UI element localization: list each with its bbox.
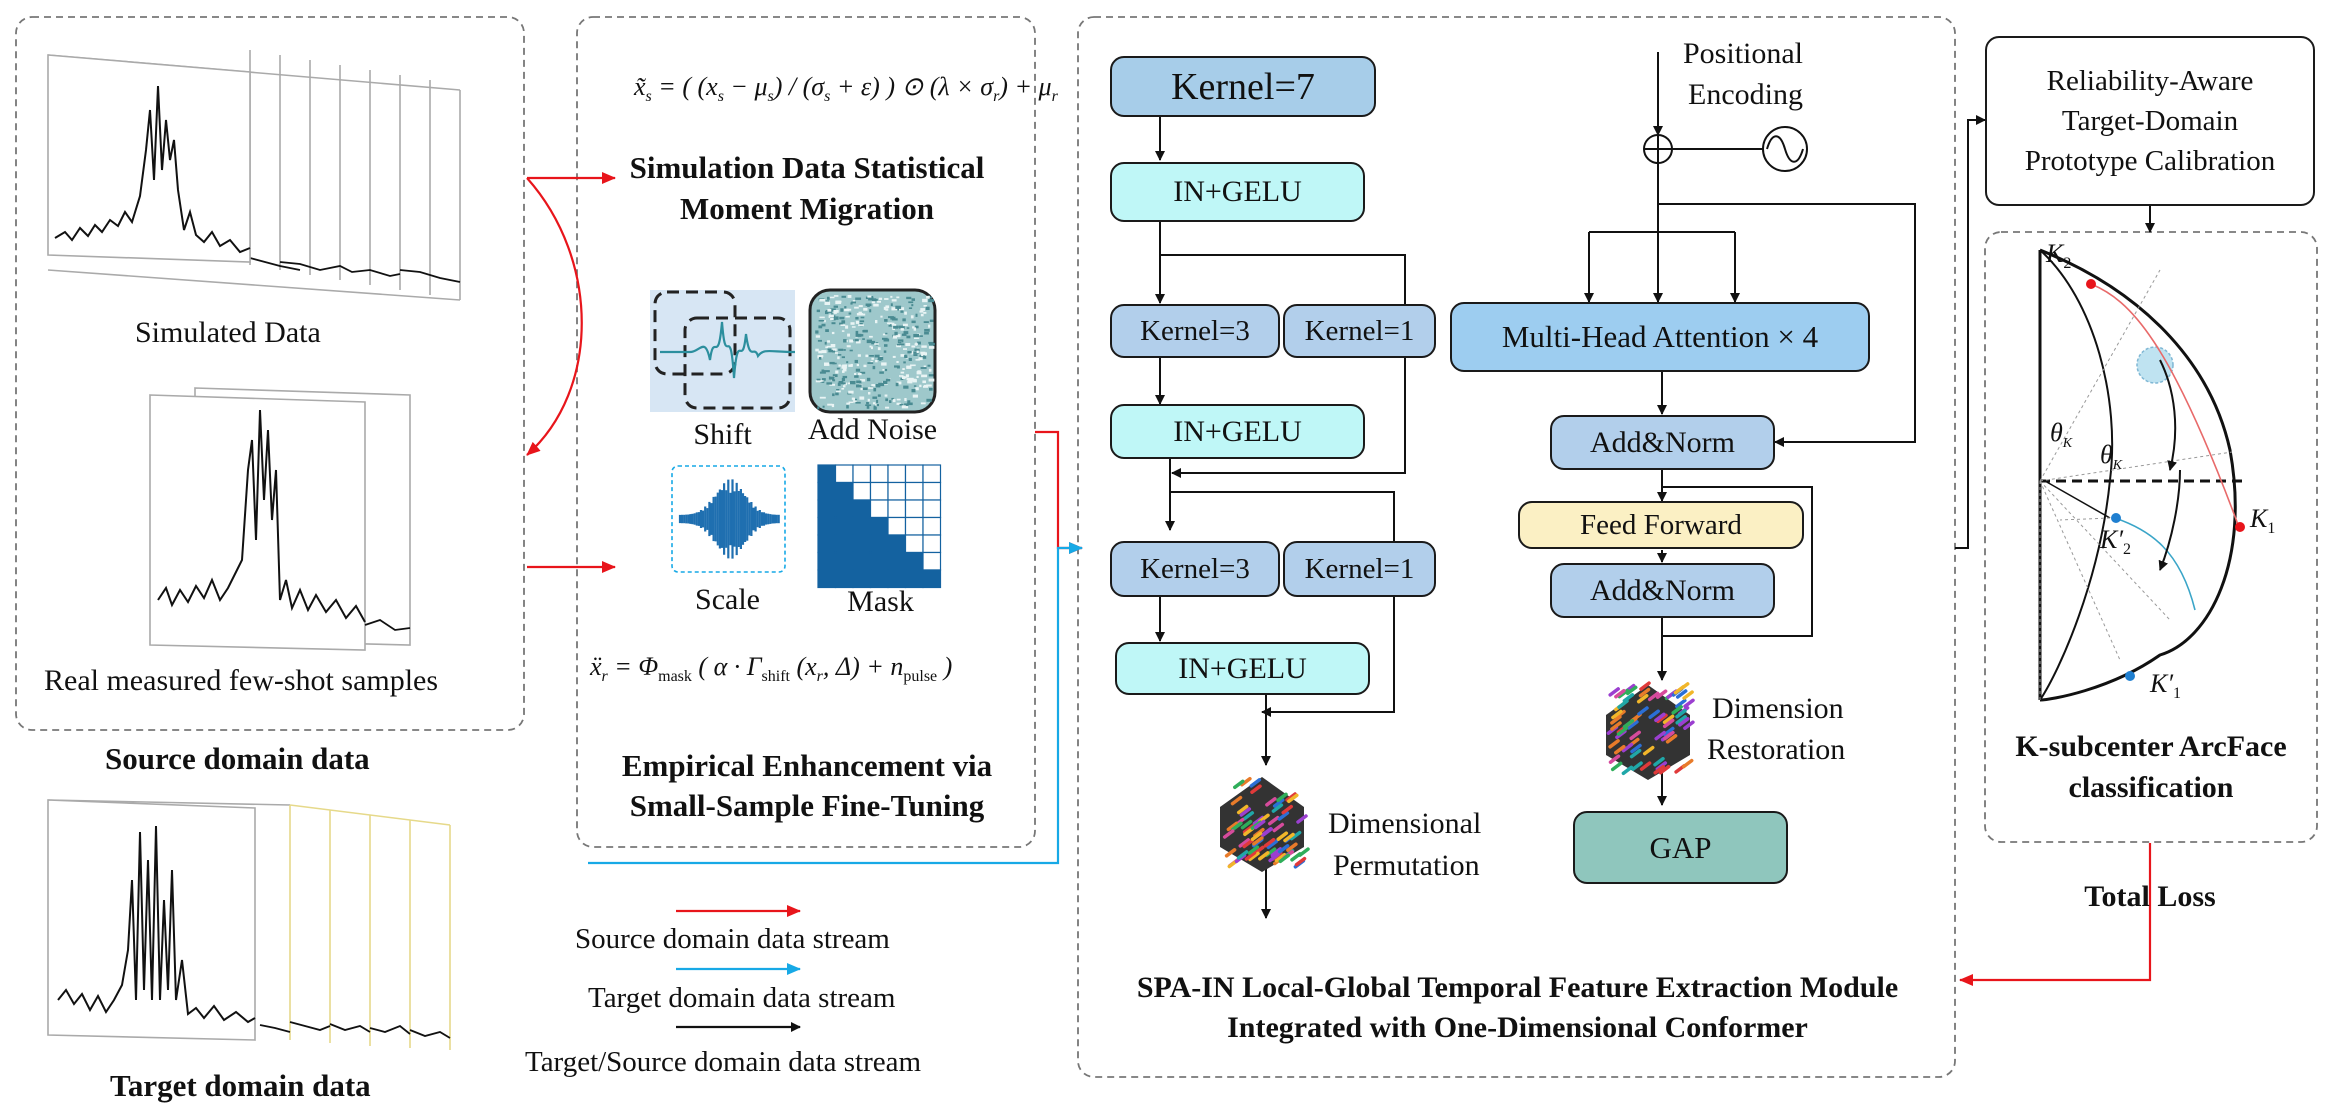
- target-front-page: [47, 799, 256, 1041]
- simulated-front-page: [47, 54, 251, 263]
- right-connectors: [1955, 115, 2155, 549]
- positional-encoding-label-1: Positional: [1683, 37, 1804, 70]
- arcface-title-1: K-subcenter ArcFace: [2015, 730, 2287, 763]
- transformer-connectors: [1584, 52, 1916, 806]
- migration-title-2: Moment Migration: [680, 191, 934, 226]
- dim-restoration-label-1: Dimension: [1712, 692, 1844, 725]
- enhancement-equation: ẍr = Φmask ( α · Γshift (xr, Δ) + npulse…: [590, 652, 953, 686]
- kernel7-box: Kernel=7: [1110, 56, 1376, 117]
- mask-label: Mask: [847, 585, 914, 618]
- kernel3-box-1: Kernel=3: [1110, 304, 1280, 358]
- kernel1-box-1: Kernel=1: [1283, 304, 1436, 358]
- prototype-calibration-box: Reliability-Aware Target-Domain Prototyp…: [1985, 36, 2315, 206]
- k1-prime-label: K′1: [2150, 669, 2182, 703]
- total-loss-arrow: [1959, 843, 2152, 986]
- k2-label: K2: [2046, 239, 2072, 273]
- blue-arrow-to-module: [588, 542, 1083, 865]
- source-domain-label: Source domain data: [105, 741, 370, 776]
- target-signal: [57, 825, 256, 1024]
- theta-k2-label: θK: [2100, 440, 2123, 474]
- plus-circle-icon: [1643, 134, 1673, 164]
- real-back-signal: [364, 619, 411, 631]
- cube-permutation-icon: [1220, 776, 1310, 872]
- noise-texture-icon: [808, 288, 937, 414]
- target-data-stack: [47, 799, 451, 1050]
- scale-wave-icon: [671, 465, 786, 573]
- in-gelu-box-1: IN+GELU: [1110, 162, 1365, 222]
- feed-forward-box: Feed Forward: [1518, 501, 1804, 549]
- migration-equation: x̃s = ( (xs − μs) / (σs + ε) ) ⊙ (λ × σr…: [634, 72, 1058, 106]
- in-gelu-box-2: IN+GELU: [1110, 404, 1365, 459]
- cnn-connectors: [1155, 117, 1406, 919]
- dim-permutation-label-2: Permutation: [1333, 849, 1480, 882]
- add-norm-box-2: Add&Norm: [1550, 563, 1775, 618]
- k2-prime-label: K′2: [2100, 525, 2132, 559]
- shift-wave-icon: [650, 290, 796, 412]
- red-arrow-to-real: [526, 177, 583, 456]
- shift-label: Shift: [693, 418, 752, 451]
- migration-title-1: Simulation Data Statistical: [629, 150, 985, 185]
- cube-restoration-icon: [1606, 681, 1695, 780]
- empirical-title-2: Small-Sample Fine-Tuning: [629, 788, 985, 823]
- legend-target-label: Target domain data stream: [588, 982, 896, 1014]
- calibration-line-2: Target-Domain: [2061, 105, 2239, 137]
- real-signal: [157, 409, 366, 623]
- simulated-data-label: Simulated Data: [135, 316, 321, 349]
- calibration-line-1: Reliability-Aware: [2046, 65, 2254, 97]
- simulated-signal: [54, 85, 251, 254]
- theta-k1-label: θK: [2050, 418, 2073, 452]
- gap-box: GAP: [1573, 811, 1788, 884]
- hypersphere-icon: [2038, 248, 2245, 702]
- source-panel: [15, 16, 525, 731]
- kernel1-box-2: Kernel=1: [1283, 541, 1436, 597]
- in-gelu-box-3: IN+GELU: [1115, 642, 1370, 695]
- module-title-2: Integrated with One-Dimensional Conforme…: [1227, 1011, 1808, 1044]
- total-loss-label: Total Loss: [2084, 880, 2216, 913]
- legend-both-label: Target/Source domain data stream: [525, 1046, 922, 1078]
- arcface-title-2: classification: [2068, 771, 2234, 804]
- k1-label: K1: [2250, 504, 2276, 538]
- scale-label: Scale: [695, 583, 760, 616]
- module-title-1: SPA-IN Local-Global Temporal Feature Ext…: [1136, 971, 1899, 1004]
- mask-triangle-icon: [817, 464, 942, 589]
- target-domain-label: Target domain data: [110, 1068, 371, 1103]
- sine-wave-icon: [1762, 126, 1808, 172]
- kernel3-box-2: Kernel=3: [1110, 541, 1280, 597]
- real-samples-label: Real measured few-shot samples: [44, 664, 439, 697]
- empirical-title-1: Empirical Enhancement via: [621, 748, 993, 783]
- dim-restoration-label-2: Restoration: [1707, 733, 1846, 766]
- calibration-line-3: Prototype Calibration: [2024, 145, 2276, 177]
- red-arrow-to-module: [1035, 430, 1083, 554]
- add-norm-box-1: Add&Norm: [1550, 415, 1775, 470]
- add-noise-label: Add Noise: [807, 413, 938, 446]
- legend-source-label: Source domain data stream: [575, 923, 890, 955]
- positional-encoding-label-2: Encoding: [1688, 78, 1803, 111]
- multi-head-attention-box: Multi-Head Attention × 4: [1450, 302, 1870, 372]
- dim-permutation-label-1: Dimensional: [1328, 807, 1482, 840]
